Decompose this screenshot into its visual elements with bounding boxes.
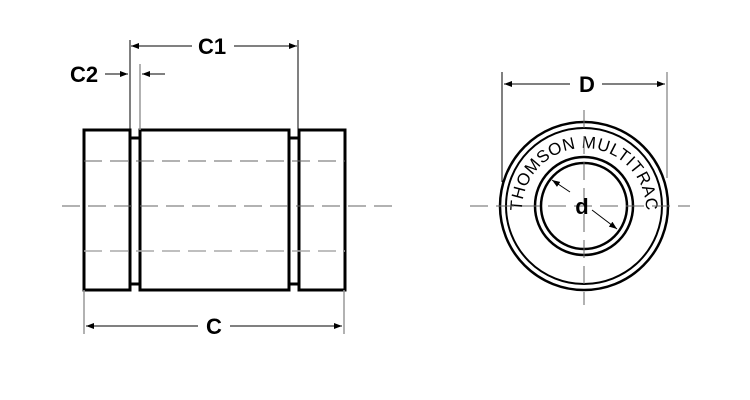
c-label: C (206, 314, 222, 339)
inner-diameter-label: d (575, 194, 588, 219)
d-inner-arrow-lower (591, 209, 618, 230)
end-view: THOMSON MULTITRAC D d (470, 72, 690, 305)
bearing-body (138, 128, 291, 292)
outer-diameter-label: D (579, 72, 595, 97)
end-cap-left (82, 128, 132, 292)
d-inner-arrow-upper (551, 179, 571, 193)
side-view: C1 C2 C (62, 34, 400, 339)
c2-label: C2 (70, 62, 98, 87)
c1-label: C1 (198, 34, 226, 59)
end-cap-right (297, 128, 347, 292)
